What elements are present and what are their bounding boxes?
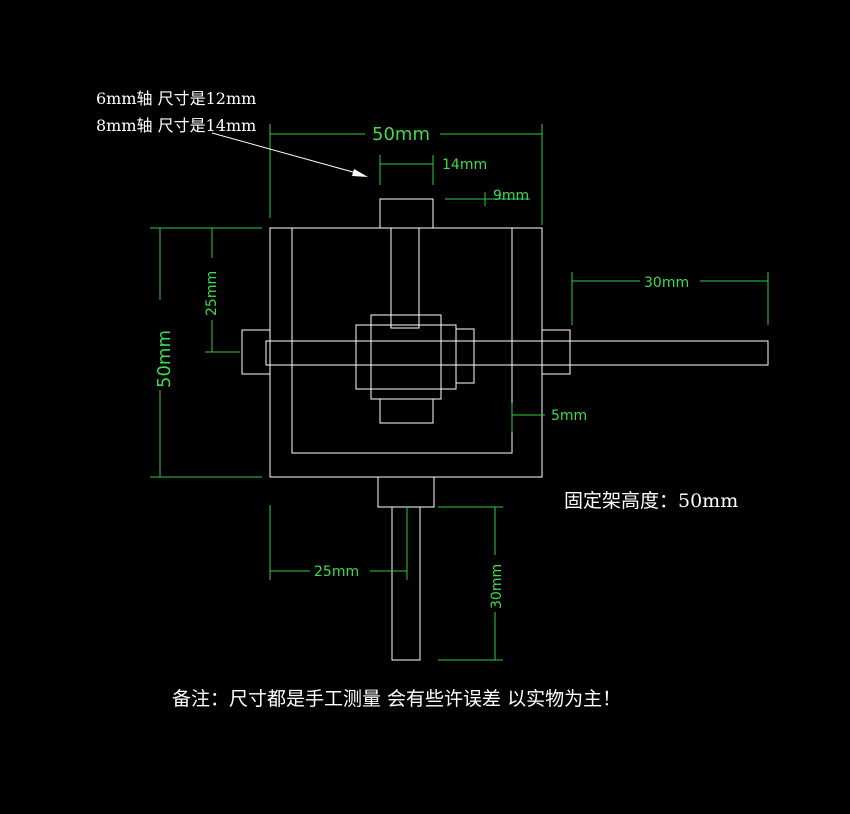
dim-top-width: 50mm	[372, 124, 430, 145]
note-8mm-shaft: 8mm轴 尺寸是14mm	[96, 116, 256, 135]
note-bracket-height: 固定架高度：50mm	[564, 490, 738, 512]
note-remark: 备注：尺寸都是手工测量 会有些许误差 以实物为主！	[172, 688, 621, 710]
dim-top-gap: 9mm	[493, 188, 529, 204]
horizontal-shaft	[265, 340, 769, 366]
right-hub	[541, 329, 571, 375]
center-block-right-step	[455, 328, 475, 384]
dim-bottom-shaft: 30mm	[489, 564, 505, 609]
dim-left-height: 50mm	[154, 330, 175, 388]
dim-right-shaft: 30mm	[644, 275, 689, 291]
dim-bottom-offset: 25mm	[314, 564, 359, 580]
dim-left-inner: 25mm	[204, 271, 220, 316]
mechanism-geometry	[241, 198, 769, 661]
dimension-lines	[150, 124, 769, 661]
note-6mm-shaft: 6mm轴 尺寸是12mm	[96, 89, 256, 108]
center-block-lower	[379, 398, 434, 424]
leader-arrow	[211, 132, 368, 177]
left-hub	[241, 329, 271, 375]
dim-right-offset: 5mm	[551, 408, 587, 424]
dim-top-hub: 14mm	[442, 157, 487, 173]
vertical-shaft-upper	[390, 227, 420, 329]
bottom-shaft	[391, 506, 421, 661]
